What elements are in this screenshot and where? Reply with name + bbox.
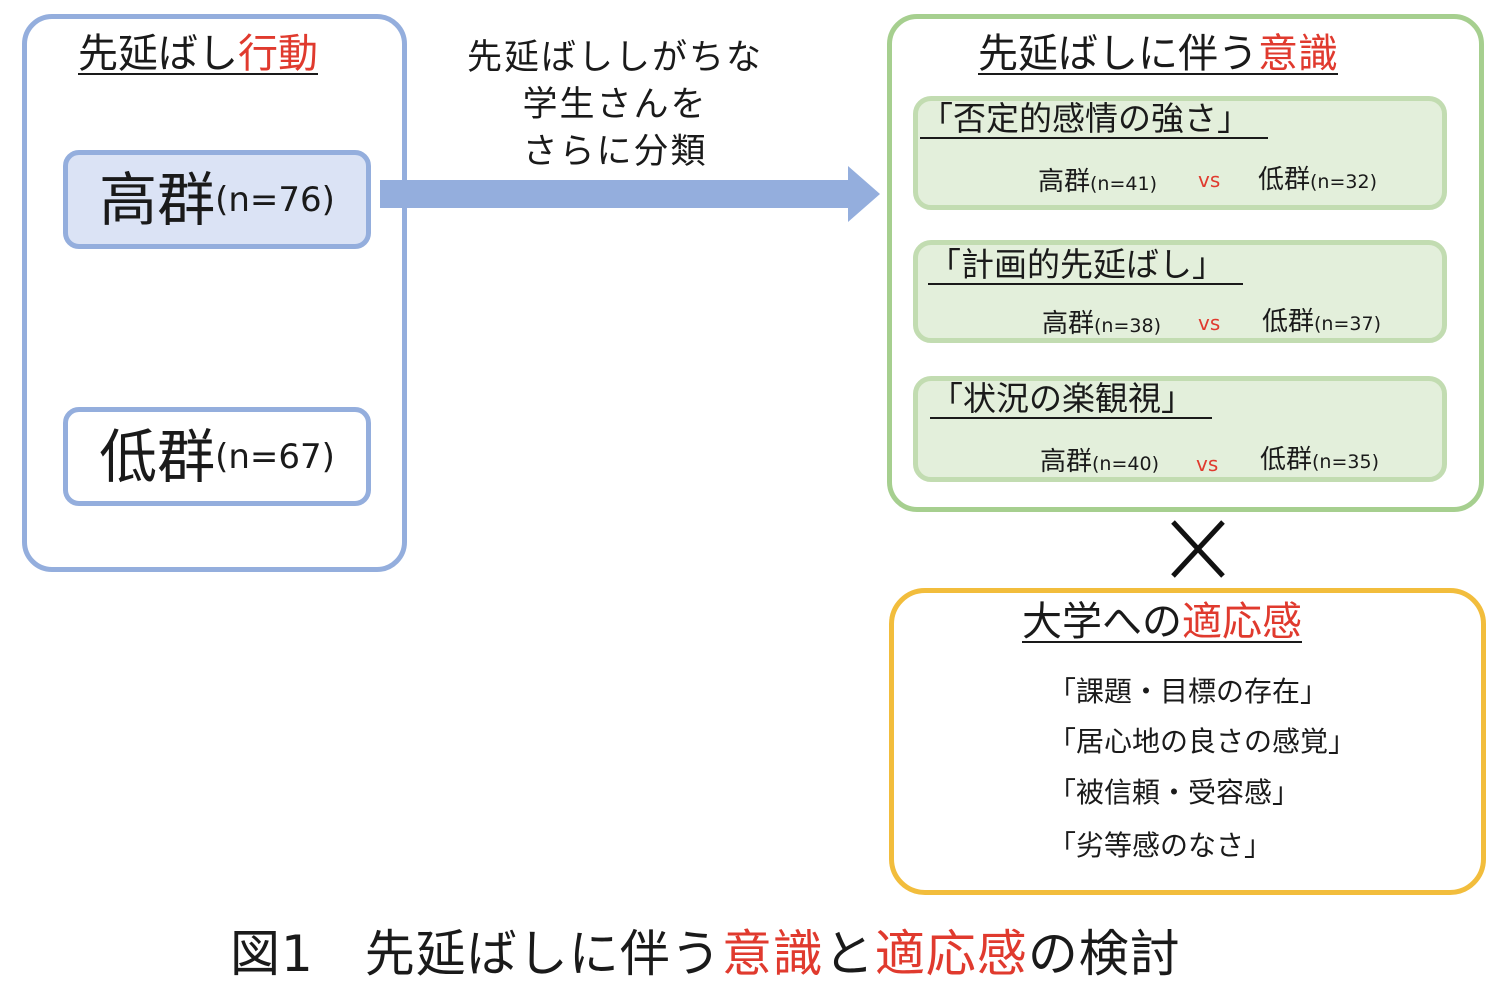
adaptation-item: 「居心地の良さの感覚」 xyxy=(1048,725,1357,758)
factor-high-count: (n=38) xyxy=(1094,315,1161,337)
caption-text: 図1 先延ばしに伴う xyxy=(230,925,722,983)
caption-accent: 意識 xyxy=(721,925,824,983)
adaptation-item: 「被信頼・受容感」 xyxy=(1048,776,1301,809)
factor-title: 「状況の楽観視」 xyxy=(930,381,1212,419)
low-group-count: (n=67) xyxy=(215,436,335,477)
arrow-label-line: 学生さんを xyxy=(522,85,708,125)
factor-card: 「状況の楽観視」 高群(n=40) vs 低群(n=35) xyxy=(913,376,1447,482)
factor-card: 「計画的先延ばし」 高群(n=38) vs 低群(n=37) xyxy=(913,240,1447,343)
awareness-heading-text: 先延ばしに伴う xyxy=(978,31,1258,77)
factor-high-count: (n=41) xyxy=(1090,173,1157,195)
awareness-panel xyxy=(887,14,1484,512)
awareness-heading: 先延ばしに伴う意識 xyxy=(978,30,1338,78)
adaptation-panel xyxy=(889,588,1486,895)
adaptation-item: 「課題・目標の存在」 xyxy=(1048,675,1329,708)
caption-text: の検討 xyxy=(1027,925,1181,983)
factor-low-label: 低群 xyxy=(1262,307,1315,337)
high-group-count: (n=76) xyxy=(215,179,335,220)
factor-low-label: 低群 xyxy=(1258,165,1311,195)
arrow-label-line: さらに分類 xyxy=(522,132,708,172)
arrow-right-icon xyxy=(380,166,880,222)
high-group-label: 高群 xyxy=(99,165,216,234)
adaptation-item: 「劣等感のなさ」 xyxy=(1048,829,1273,862)
high-group-box: 高群(n=76) xyxy=(63,150,371,249)
vs-label: vs xyxy=(1196,452,1219,476)
factor-low: 低群(n=32) xyxy=(1258,159,1377,196)
awareness-heading-accent: 意識 xyxy=(1258,31,1338,77)
factor-low-count: (n=35) xyxy=(1312,451,1379,473)
factor-high: 高群(n=40) xyxy=(1040,441,1159,478)
arrow-label: 先延ばししがちな 学生さんを さらに分類 xyxy=(430,35,800,176)
factor-high-label: 高群 xyxy=(1040,447,1093,477)
caption-accent: 適応感 xyxy=(874,925,1028,983)
low-group-box: 低群(n=67) xyxy=(63,407,371,506)
adaptation-heading-accent: 適応感 xyxy=(1182,599,1302,645)
factor-title: 「計画的先延ばし」 xyxy=(928,247,1243,285)
factor-high-label: 高群 xyxy=(1042,309,1095,339)
factor-high-count: (n=40) xyxy=(1092,453,1159,475)
vs-label: vs xyxy=(1198,168,1221,192)
factor-high-label: 高群 xyxy=(1038,167,1091,197)
factor-low: 低群(n=37) xyxy=(1262,301,1381,338)
arrow-label-line: 先延ばししがちな xyxy=(466,38,763,78)
vs-label: vs xyxy=(1198,311,1221,335)
factor-low-count: (n=37) xyxy=(1314,313,1381,335)
cross-icon xyxy=(1171,520,1225,578)
behavior-heading-text: 先延ばし xyxy=(78,31,238,77)
factor-high: 高群(n=41) xyxy=(1038,161,1157,198)
behavior-panel xyxy=(22,14,407,572)
figure-caption: 図1 先延ばしに伴う意識と適応感の検討 xyxy=(230,922,1181,986)
factor-low-label: 低群 xyxy=(1260,445,1313,475)
adaptation-heading-text: 大学への xyxy=(1022,599,1182,645)
low-group-label: 低群 xyxy=(99,422,216,491)
factor-low-count: (n=32) xyxy=(1310,171,1377,193)
behavior-heading-accent: 行動 xyxy=(238,31,318,77)
caption-text: と xyxy=(823,925,875,983)
adaptation-heading: 大学への適応感 xyxy=(1022,598,1302,646)
factor-title: 「否定的感情の強さ」 xyxy=(920,101,1268,139)
factor-high: 高群(n=38) xyxy=(1042,303,1161,340)
behavior-heading: 先延ばし行動 xyxy=(78,30,318,78)
factor-card: 「否定的感情の強さ」 高群(n=41) vs 低群(n=32) xyxy=(913,96,1447,210)
factor-low: 低群(n=35) xyxy=(1260,439,1379,476)
